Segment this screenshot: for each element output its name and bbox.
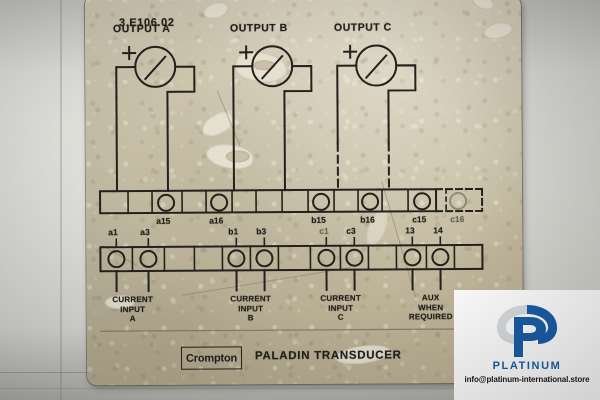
meter-icon-a [134,45,177,88]
terminal-label-a3: a3 [140,226,150,238]
terminal-13 [403,248,422,267]
input-group-a: CURRENT INPUT A [99,295,167,324]
terminal-b3 [255,249,274,268]
output-b-wire-left [232,95,236,192]
input-group-c-line2: INPUT [328,303,354,313]
terminal-a3 [139,249,158,268]
output-b-left-bracket [232,65,254,98]
terminal-label-c3: c3 [346,225,356,236]
brand-logo-box: Crompton [180,346,243,370]
terminal-a1 [107,250,126,269]
output-b-right-bracket [283,64,313,128]
terminal-label-b3: b3 [256,226,267,237]
watermark-brand: PLATINUM [492,360,562,372]
input-group-a-line2: INPUT [120,304,146,314]
terminal-label-a16: a16 [209,215,224,226]
input-group-b: CURRENT INPUT B [217,294,285,323]
output-c-left-bracket [336,64,358,97]
output-c-right-bracket [387,64,417,127]
terminal-c1 [317,248,336,267]
terminal-label-c1: c1 [319,225,329,236]
upper-strip-optional-extension [434,187,484,213]
terminal-c3 [345,248,364,267]
output-a-label: OUTPUT A [112,22,171,36]
platinum-p-logo-icon [496,305,558,357]
input-group-c-line1: CURRENT [320,293,361,303]
lower-terminal-strip [99,243,484,273]
meter-icon-c [355,44,398,87]
terminal-label-a15: a15 [156,215,171,226]
input-group-a-line1: CURRENT [112,294,153,305]
terminal-b15 [312,192,331,211]
terminal-c15 [413,192,432,211]
output-c-label: OUTPUT C [333,21,392,34]
terminal-label-b1: b1 [228,226,239,237]
watermark-overlay: PLATINUM info@platinum-international.sto… [454,290,600,400]
terminal-a16 [210,193,229,212]
brand-name: Crompton [185,352,238,365]
output-a-wire-left [115,96,119,193]
wiring-diagram [99,44,484,332]
terminal-label-c15: c15 [412,214,427,225]
input-group-a-line3: A [129,314,136,324]
terminal-b16 [361,192,380,211]
terminal-label-a1: a1 [108,227,118,238]
terminal-14 [431,248,450,267]
terminal-label-14: 14 [433,225,443,236]
meter-needle-a [143,55,167,81]
input-group-b-line3: B [247,313,254,323]
background-seam-line-2 [0,388,600,389]
label-plate: 3.E106.02 OUTPUT A OUTPUT B OUTPUT C a15… [84,0,524,386]
terminal-b1 [227,249,246,268]
watermark-email: info@platinum-international.store [464,375,590,384]
terminal-label-13: 13 [405,225,415,236]
input-group-c: CURRENT INPUT C [307,294,375,323]
input-group-b-line2: INPUT [238,303,264,313]
terminal-c16 [449,192,468,211]
terminal-label-b16: b16 [360,214,375,225]
output-b-label: OUTPUT B [229,22,288,35]
meter-needle-b [260,54,284,80]
meter-icon-b [251,45,294,88]
output-a-right-bracket [166,65,196,128]
terminal-a15 [157,193,176,212]
terminal-label-b15: b15 [311,214,326,225]
input-group-b-line1: CURRENT [230,294,271,304]
product-name: PALADIN TRANSDUCER [254,349,402,363]
upper-terminal-strip [99,188,438,215]
output-a-left-bracket [115,66,137,99]
meter-needle-c [364,54,388,80]
terminal-label-c16: c16 [450,214,465,225]
background-edge-line [60,0,62,400]
input-group-c-line3: C [337,312,344,322]
